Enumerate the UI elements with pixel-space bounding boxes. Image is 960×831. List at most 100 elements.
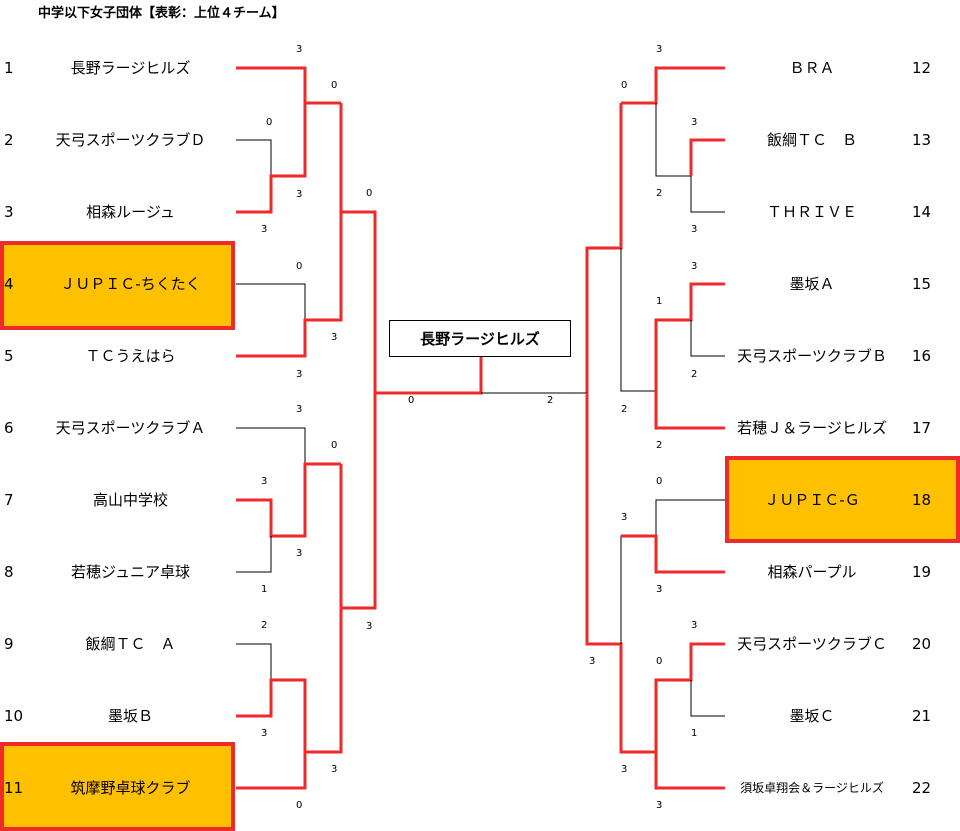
team-name: ＪＵＰＩＣ-ちくたく xyxy=(60,275,201,293)
winner-line xyxy=(236,678,307,752)
seed-number: 7 xyxy=(4,491,14,509)
bracket-line xyxy=(690,320,725,357)
score-label: 3 xyxy=(261,224,268,235)
score-label: 2 xyxy=(656,188,663,199)
seed-number: 5 xyxy=(4,347,14,365)
team-name: 相森ルージュ xyxy=(86,203,175,221)
seed-number: 2 xyxy=(4,131,14,149)
score-label: 1 xyxy=(261,584,268,595)
score-label: 2 xyxy=(656,440,663,451)
score-label: 0 xyxy=(296,261,303,272)
team-name: 相森パープル xyxy=(767,563,857,581)
bracket-line xyxy=(655,103,691,177)
seed-number: 20 xyxy=(912,635,932,653)
team-name: 若穂ジュニア卓球 xyxy=(71,563,190,581)
seed-number: 17 xyxy=(912,419,932,437)
team-name: 墨坂Ｃ xyxy=(789,707,835,725)
score-label: 3 xyxy=(261,476,268,487)
page-title: 中学以下女子団体【表彰：上位４チーム】 xyxy=(38,6,285,21)
score-label: 3 xyxy=(589,656,596,667)
winner-line xyxy=(236,66,341,105)
seed-number: 6 xyxy=(4,419,14,437)
score-label: 0 xyxy=(656,476,663,487)
seed-number: 13 xyxy=(912,131,932,149)
bracket-line xyxy=(236,283,306,320)
team-name: 長野ラージヒルズ xyxy=(70,59,191,77)
winner-line xyxy=(689,138,725,176)
score-label: 3 xyxy=(366,621,373,632)
score-label: 2 xyxy=(547,395,554,406)
score-label: 3 xyxy=(296,404,303,415)
winner-line xyxy=(236,608,343,790)
winner-line xyxy=(621,66,725,105)
score-label: 3 xyxy=(261,728,268,739)
seed-number: 16 xyxy=(912,347,932,365)
seed-number: 9 xyxy=(4,635,14,653)
seed-number: 19 xyxy=(912,563,932,581)
team-name: ＴＣうえはら xyxy=(85,347,176,365)
score-label: 3 xyxy=(691,620,698,631)
seed-number: 10 xyxy=(4,707,24,725)
score-label: 0 xyxy=(408,395,415,406)
bracket-line xyxy=(236,139,272,176)
winner-line xyxy=(236,462,341,538)
winner-line xyxy=(236,212,343,358)
seed-number: 11 xyxy=(4,779,24,797)
score-label: 3 xyxy=(621,764,628,775)
score-label: 3 xyxy=(691,261,698,272)
winner-line xyxy=(654,752,725,790)
seed-number: 14 xyxy=(912,203,932,221)
score-label: 3 xyxy=(621,512,628,523)
score-label: 0 xyxy=(296,800,303,811)
team-name: ＢＲＡ xyxy=(789,59,835,77)
score-label: 3 xyxy=(691,117,698,128)
team-name: 飯綱ＴＣ Ｂ xyxy=(766,131,857,149)
score-label: 3 xyxy=(656,584,663,595)
team-name: 天弓スポーツクラブＤ xyxy=(55,131,206,149)
team-name: 墨坂Ａ xyxy=(789,275,835,293)
score-label: 3 xyxy=(656,44,663,55)
score-label: 3 xyxy=(656,800,663,811)
team-name: 飯綱ＴＣ Ａ xyxy=(85,635,176,653)
team-name: 高山中学校 xyxy=(92,491,168,509)
winner-line xyxy=(339,393,377,610)
score-label: 3 xyxy=(331,764,338,775)
score-label: 3 xyxy=(296,189,303,200)
score-label: 1 xyxy=(656,296,663,307)
bracket-line xyxy=(236,427,306,464)
team-name: 天弓スポーツクラブＡ xyxy=(55,419,206,437)
score-label: 2 xyxy=(261,620,268,631)
bracket-line xyxy=(655,499,725,536)
bracket-line xyxy=(236,536,272,573)
team-name: ＴＨＲＩＶＥ xyxy=(766,203,857,221)
seed-number: 1 xyxy=(4,59,14,77)
bracket-line xyxy=(620,248,656,392)
team-name: ＪＵＰＩＣ-Ｇ xyxy=(764,491,860,509)
team-name: 筑摩野卓球クラブ xyxy=(70,779,191,797)
team-name: 若穂Ｊ＆ラージヒルズ xyxy=(737,419,887,437)
highlight-box xyxy=(0,742,235,831)
highlight-box xyxy=(725,456,960,543)
highlight-box xyxy=(0,241,235,330)
winner-line xyxy=(585,103,623,393)
team-name: 天弓スポーツクラブＢ xyxy=(737,347,887,365)
score-label: 1 xyxy=(691,728,698,739)
seed-number: 4 xyxy=(4,275,14,293)
score-label: 3 xyxy=(296,369,303,380)
team-name: 墨坂Ｂ xyxy=(107,707,153,725)
bracket-line xyxy=(620,535,656,644)
seed-number: 12 xyxy=(912,59,932,77)
score-label: 3 xyxy=(296,44,303,55)
score-label: 2 xyxy=(691,369,698,380)
champion-box: 長野ラージヒルズ xyxy=(389,320,571,357)
winner-line xyxy=(339,103,483,395)
score-label: 2 xyxy=(621,404,628,415)
score-label: 0 xyxy=(621,80,628,91)
score-label: 0 xyxy=(266,117,273,128)
winner-line xyxy=(236,103,307,214)
score-label: 0 xyxy=(366,188,373,199)
winner-line xyxy=(654,391,725,430)
team-name: 須坂卓翔会＆ラージヒルズ xyxy=(740,781,884,795)
score-label: 3 xyxy=(296,548,303,559)
